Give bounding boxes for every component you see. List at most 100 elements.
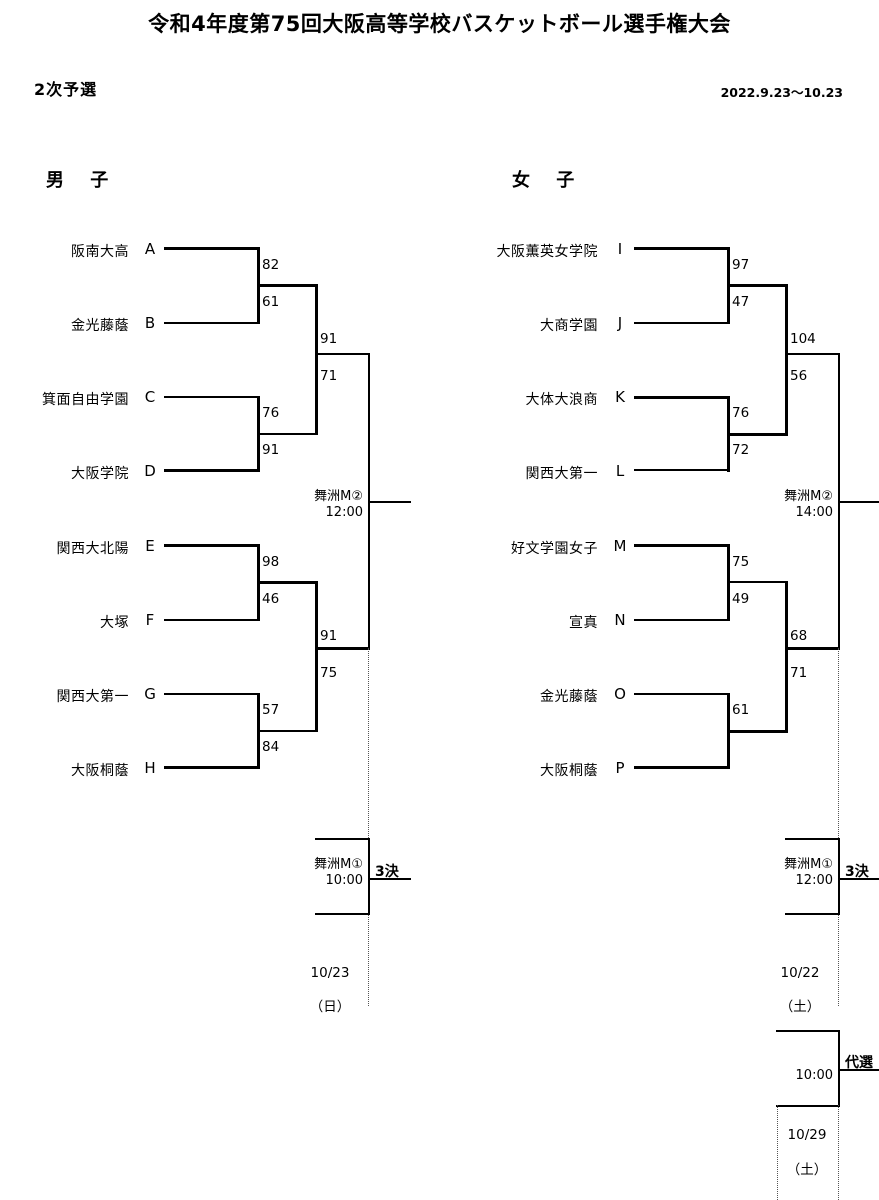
score-I: 97 [732, 257, 750, 273]
match-line-D [164, 469, 260, 472]
playoff-connector [838, 1030, 840, 1106]
wfinal-feed-bottom [785, 647, 840, 650]
match-line-A [164, 247, 260, 250]
team-name-K: 大体大浪商 [525, 392, 598, 408]
match-line-K [634, 396, 730, 399]
match-line-M [634, 544, 730, 547]
score-A: 82 [262, 257, 280, 273]
third-place-label: 3決 [375, 864, 399, 880]
match-line-B [164, 322, 260, 324]
women-divider-dotted [838, 648, 839, 1006]
page-title: 令和4年度第75回大阪高等学校バスケットボール選手権大会 [148, 12, 731, 36]
wsf2-feed-bottom [727, 730, 788, 733]
match-line-O [634, 693, 730, 695]
playoff-left-dotted [777, 1105, 778, 1200]
team-name-J: 大商学園 [540, 318, 598, 334]
playoff-time: 10:00 [795, 1068, 833, 1083]
team-name-N: 宣真 [569, 615, 598, 631]
team-name-I: 大阪薫英女学院 [496, 244, 598, 260]
team-name-C: 箕面自由学園 [42, 392, 129, 408]
team-slot-H: H [144, 759, 156, 777]
wthird-bottom-bar [785, 913, 840, 915]
score-wsf2-top: 68 [790, 628, 808, 644]
wfinal-venue: 舞洲M② [784, 489, 833, 504]
sf2-connector [315, 581, 318, 731]
wfinal-venue-block: 舞洲M② 14:00 [736, 489, 833, 521]
team-name-B: 金光藤蔭 [71, 318, 129, 334]
score-wsf1-bottom: 56 [790, 368, 808, 384]
wfinal-feed-top [785, 353, 840, 355]
final-feed-bottom [315, 647, 370, 650]
team-slot-M: M [613, 537, 627, 555]
score-wsf2-bottom: 71 [790, 665, 808, 681]
wsf1-feed-top [727, 284, 788, 287]
score-G: 57 [262, 702, 280, 718]
team-slot-C: C [144, 388, 156, 406]
team-name-L: 関西大第一 [525, 466, 598, 482]
team-slot-B: B [144, 314, 156, 332]
sf1-connector [315, 284, 318, 434]
team-slot-P: P [615, 759, 625, 777]
third-time: 10:00 [325, 873, 363, 888]
score-sf2-bottom: 75 [320, 665, 338, 681]
team-name-P: 大阪桐蔭 [540, 763, 598, 779]
team-name-O: 金光藤蔭 [540, 689, 598, 705]
final-venue: 舞洲M② [314, 489, 363, 504]
playoff-top-bar [776, 1030, 840, 1032]
score-O: 61 [732, 702, 750, 718]
match-line-H [164, 766, 260, 769]
wsf1-feed-bottom [727, 433, 788, 436]
third-top-bar [315, 838, 370, 840]
team-name-A: 阪南大高 [71, 244, 129, 260]
match-line-N [634, 619, 730, 621]
playoff-time-block: 10:00 [746, 1068, 833, 1084]
team-slot-O: O [614, 685, 626, 703]
team-slot-A: A [144, 240, 156, 258]
section-title-men: 男 子 [46, 170, 119, 191]
score-J: 47 [732, 294, 750, 310]
third-connector [368, 838, 370, 914]
team-slot-I: I [617, 240, 623, 258]
match-line-E [164, 544, 260, 547]
score-C: 76 [262, 405, 280, 421]
team-slot-F: F [145, 611, 155, 629]
score-N: 49 [732, 591, 750, 607]
playoff-bottom-bar [776, 1105, 840, 1107]
match-line-L [634, 469, 730, 471]
team-slot-G: G [144, 685, 156, 703]
match-line-F [164, 619, 260, 621]
team-name-G: 関西大第一 [56, 689, 129, 705]
team-name-D: 大阪学院 [71, 466, 129, 482]
final-weekday: （日） [309, 999, 351, 1015]
wthird-venue: 舞洲M① [784, 857, 833, 872]
men-divider-dotted [368, 648, 369, 1006]
third-out [368, 878, 411, 880]
final-date: 10/23 [310, 965, 350, 981]
wfinal-weekday: （土） [779, 999, 821, 1015]
score-D: 91 [262, 442, 280, 458]
score-sf1-bottom: 71 [320, 368, 338, 384]
final-winner-out [368, 501, 411, 503]
sf2-feed-bottom [257, 730, 318, 732]
wsf2-connector [785, 581, 788, 731]
playoff-weekday: （土） [786, 1162, 828, 1178]
wfinal-winner-out [838, 501, 879, 503]
score-sf2-top: 91 [320, 628, 338, 644]
wthird-place-label: 3決 [845, 864, 869, 880]
wthird-venue-block: 舞洲M① 12:00 [736, 857, 833, 889]
team-name-H: 大阪桐蔭 [71, 763, 129, 779]
team-slot-L: L [615, 462, 625, 480]
wthird-time: 12:00 [795, 873, 833, 888]
wthird-connector [838, 838, 840, 914]
team-slot-D: D [144, 462, 156, 480]
playoff-right-dotted [838, 1105, 839, 1200]
team-name-E: 関西大北陽 [56, 541, 129, 557]
match-line-J [634, 322, 730, 324]
wfinal-time: 14:00 [795, 505, 833, 520]
team-name-F: 大塚 [100, 615, 129, 631]
team-slot-J: J [617, 314, 623, 332]
sf1-feed-bottom [257, 433, 318, 435]
score-B: 61 [262, 294, 280, 310]
score-F: 46 [262, 591, 280, 607]
